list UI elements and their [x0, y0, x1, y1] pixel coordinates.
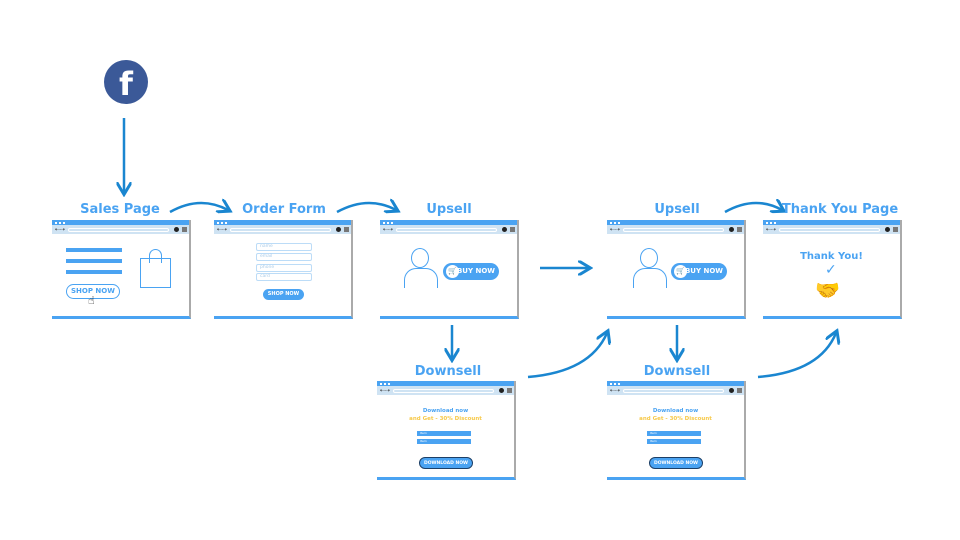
downsell-window: ⇠⇢ Download now and Get - 30% Discount I… — [377, 381, 516, 480]
discount-text: and Get - 30% Discount — [409, 416, 482, 422]
download-now-button[interactable]: DOWNLOAD NOW — [649, 457, 703, 469]
download-item[interactable]: Item — [417, 431, 471, 436]
arrow-upsell2-to-thankyou — [724, 203, 782, 212]
sales-page-window: ⇠⇢ SHOP NOW ☝ — [52, 220, 191, 319]
download-headline: Download now — [422, 408, 469, 414]
upsell-2-title: Upsell — [654, 202, 700, 217]
arrow-sales-to-order — [169, 203, 228, 212]
download-now-button[interactable]: DOWNLOAD NOW — [419, 457, 473, 469]
order-form-window: ⇠⇢ name email phone card SHOP NOW — [214, 220, 353, 319]
cart-icon: 🛒 — [446, 265, 459, 278]
hand-cursor-icon: ☝ — [88, 294, 95, 307]
cart-icon: 🛒 — [674, 265, 687, 278]
upsell-window: ⇠⇢ BUY NOW 🛒 — [380, 220, 519, 319]
facebook-icon: f — [104, 60, 148, 104]
upsell-title: Upsell — [426, 202, 472, 217]
shop-now-button[interactable]: SHOP NOW — [66, 284, 120, 299]
order-form-title: Order Form — [242, 202, 326, 217]
name-field[interactable]: name — [256, 243, 312, 251]
download-item[interactable]: Item — [647, 439, 701, 444]
handshake-icon: 🤝 — [815, 278, 840, 302]
check-icon: ✓ — [825, 262, 837, 278]
download-item[interactable]: Item — [417, 439, 471, 444]
download-item[interactable]: Item — [647, 431, 701, 436]
arrow-order-to-upsell — [336, 203, 396, 212]
upsell-2-window: ⇠⇢ BUY NOW 🛒 — [607, 220, 746, 319]
person-icon — [640, 248, 658, 268]
thank-you-window: ⇠⇢ Thank You! ✓ 🤝 — [763, 220, 902, 319]
thank-you-message: Thank You! — [800, 251, 863, 262]
downsell-2-title: Downsell — [643, 364, 711, 379]
arrow-downsell2-to-thankyou — [757, 333, 836, 379]
discount-text: and Get - 30% Discount — [639, 416, 712, 422]
person-icon — [411, 248, 429, 268]
shop-now-button[interactable]: SHOP NOW — [263, 289, 304, 300]
card-field[interactable]: card — [256, 273, 312, 281]
sales-page-title: Sales Page — [80, 202, 160, 217]
email-field[interactable]: email — [256, 253, 312, 261]
thank-you-page-title: Thank You Page — [781, 202, 899, 217]
downsell-2-window: ⇠⇢ Download now and Get - 30% Discount I… — [607, 381, 746, 480]
phone-field[interactable]: phone — [256, 264, 312, 272]
downsell-title: Downsell — [414, 364, 482, 379]
arrow-downsell-to-upsell — [527, 333, 607, 379]
download-headline: Download now — [652, 408, 699, 414]
